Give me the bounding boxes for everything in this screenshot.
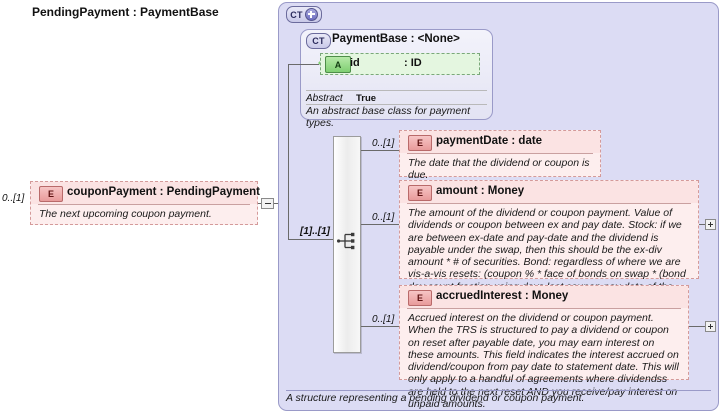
element-box-accruedInterest[interactable]: E accruedInterest : Money Accrued intere… [399,285,689,410]
element-name: couponPayment : PendingPayment [67,186,260,198]
connector-line [361,326,399,327]
sequence-compositor-box[interactable] [333,136,361,353]
element-box-amount[interactable]: E amount : Money The amount of the divid… [399,180,699,305]
connector-line [288,74,289,239]
complextype-badge-icon[interactable]: CT [286,6,322,23]
facet-value-abstract: True [356,93,377,104]
element-name: amount : Money [436,185,525,197]
divider [38,204,250,205]
divider [407,203,691,204]
element-badge-icon: E [408,135,432,151]
connector-line [288,64,319,65]
element-badge-icon: E [408,290,432,306]
element-name: paymentDate : date [436,135,543,147]
facet-label-abstract: Abstract [306,93,343,104]
attribute-box-id[interactable] [320,53,480,75]
sequence-icon [337,232,355,250]
divider [407,308,681,309]
element-name: accruedInterest : Money [436,290,569,302]
attribute-badge-icon: A [325,56,351,73]
element-multiplicity: 0..[1] [372,314,395,325]
divider [306,104,487,105]
basetype-description: An abstract base class for payment types… [306,105,470,130]
connector-line [288,239,333,240]
basetype-badge-label: CT [312,36,325,46]
divider [286,390,711,391]
connector-line [361,150,399,151]
element-badge-icon: E [39,186,63,202]
attribute-name: id [350,57,360,69]
plus-circle-icon[interactable] [304,8,318,21]
basetype-badge-icon[interactable]: CT [306,33,331,49]
sequence-multiplicity: [1]..[1] [300,226,330,237]
reference-multiplicity: 0..[1] [2,193,25,204]
divider [407,153,593,154]
divider [306,90,487,91]
element-description: Accrued interest on the dividend or coup… [408,312,679,411]
element-description: The date that the dividend or coupon is … [408,157,590,182]
basetype-title: PaymentBase : <None> [332,33,460,45]
connector-line [288,64,289,74]
element-header: E couponPayment : PendingPayment [31,182,260,204]
element-header: E paymentDate : date [400,131,600,153]
page-title: PendingPayment : PaymentBase [32,5,219,19]
minus-box-icon[interactable] [261,198,274,209]
complextype-badge-label: CT [290,9,303,20]
connector-line [361,224,399,225]
element-header: E accruedInterest : Money [400,286,688,308]
connector-line [689,326,705,327]
element-badge-icon: E [408,185,432,201]
element-description: The next upcoming coupon payment. [39,208,212,220]
element-box-paymentDate[interactable]: E paymentDate : date The date that the d… [399,130,601,181]
attribute-type: : ID [404,57,422,69]
connector-line [699,224,705,225]
plus-box-icon[interactable] [705,219,716,230]
element-multiplicity: 0..[1] [372,212,395,223]
complextype-description: A structure representing a pending divid… [286,392,585,404]
element-box-couponPayment[interactable]: E couponPayment : PendingPayment The nex… [30,181,260,225]
plus-box-icon[interactable] [705,321,716,332]
element-header: E amount : Money [400,181,698,203]
element-multiplicity: 0..[1] [372,138,395,149]
